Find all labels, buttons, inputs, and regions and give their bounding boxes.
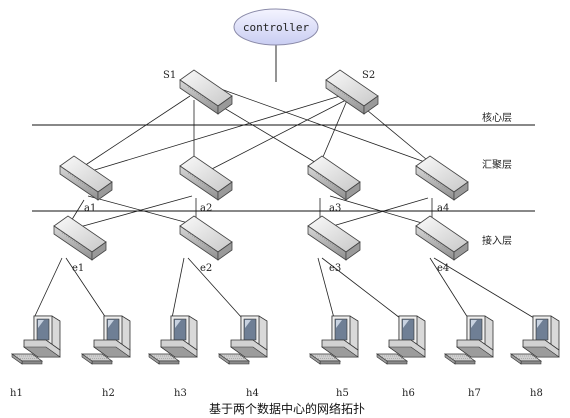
- host-label-h1: h1: [10, 388, 23, 399]
- computer-icon: [218, 315, 268, 365]
- layer-label-access: 接入层: [482, 234, 512, 247]
- host-h8[interactable]: h8: [510, 315, 560, 399]
- switch-label-e4: e4: [437, 263, 449, 274]
- link-s2-a3: [319, 97, 349, 165]
- link-s2-a2: [205, 99, 347, 173]
- link-e4-h7: [429, 257, 469, 319]
- diagram-caption: 基于两个数据中心的网络拓扑: [209, 401, 365, 416]
- link-s2-a1: [87, 95, 341, 173]
- computer-icon: [444, 315, 494, 365]
- switch-icon: [415, 215, 469, 261]
- link-e2-h4: [187, 257, 243, 319]
- host-h7[interactable]: h7: [444, 315, 494, 399]
- host-label-h2: h2: [102, 388, 115, 399]
- host-label-h8: h8: [530, 388, 543, 399]
- computer-icon: [309, 315, 359, 365]
- switch-icon: [179, 215, 233, 261]
- switch-icon: [415, 155, 469, 201]
- link-e1-h1: [33, 257, 63, 319]
- host-h4[interactable]: h4: [218, 315, 268, 399]
- switch-s1[interactable]: S1: [163, 69, 233, 115]
- switch-a1[interactable]: a1: [59, 155, 113, 214]
- switch-label-a1: a1: [84, 203, 96, 214]
- host-label-h4: h4: [246, 388, 259, 399]
- switch-icon: [53, 215, 107, 261]
- host-label-h5: h5: [336, 388, 349, 399]
- host-h1[interactable]: h1: [10, 315, 61, 399]
- switch-label-s2: S2: [362, 70, 375, 81]
- link-e2-h3: [171, 257, 185, 319]
- host-label-h6: h6: [402, 388, 415, 399]
- link-s1-a1: [83, 95, 191, 167]
- link-e3-h6: [321, 257, 401, 319]
- switch-icon: [307, 215, 361, 261]
- switch-icon: [59, 155, 113, 201]
- switch-a3[interactable]: a3: [307, 155, 361, 214]
- switch-a4[interactable]: a4: [415, 155, 469, 214]
- layer-label-aggregation: 汇聚层: [482, 158, 512, 171]
- switch-label-e1: e1: [72, 263, 84, 274]
- computer-icon: [81, 315, 131, 365]
- controller-label: controller: [243, 21, 310, 34]
- link-a2-e1: [75, 195, 193, 229]
- switch-label-e3: e3: [329, 263, 341, 274]
- switch-label-a3: a3: [329, 203, 341, 214]
- switch-e4[interactable]: e4: [415, 215, 469, 274]
- switch-s2[interactable]: S2: [325, 69, 379, 115]
- layer-label-core: 核心层: [482, 111, 512, 124]
- host-h2[interactable]: h2: [81, 315, 131, 399]
- host-h5[interactable]: h5: [309, 315, 359, 399]
- computer-icon: [148, 315, 198, 365]
- computer-icon: [376, 315, 426, 365]
- host-label-h3: h3: [174, 388, 187, 399]
- switch-label-a2: a2: [200, 203, 212, 214]
- link-e1-h2: [65, 257, 107, 319]
- switch-icon: [179, 69, 233, 115]
- host-label-h7: h7: [468, 388, 481, 399]
- switch-e3[interactable]: e3: [307, 215, 361, 274]
- host-h6[interactable]: h6: [376, 315, 426, 399]
- link-e3-h5: [317, 257, 335, 319]
- controller-node[interactable]: controller: [233, 8, 319, 46]
- link-a4-e3: [325, 197, 429, 229]
- computer-icon: [11, 315, 61, 365]
- link-s1-a4: [217, 87, 437, 167]
- switch-a2[interactable]: a2: [179, 155, 233, 214]
- switch-label-a4: a4: [437, 203, 449, 214]
- link-e4-h8: [433, 257, 535, 319]
- switch-label-s1: S1: [163, 70, 176, 81]
- switch-label-e2: e2: [200, 263, 212, 274]
- switch-icon: [307, 155, 361, 201]
- computer-icon: [510, 315, 560, 365]
- host-h3[interactable]: h3: [148, 315, 198, 399]
- switch-e2[interactable]: e2: [179, 215, 233, 274]
- switch-e1[interactable]: e1: [53, 215, 107, 274]
